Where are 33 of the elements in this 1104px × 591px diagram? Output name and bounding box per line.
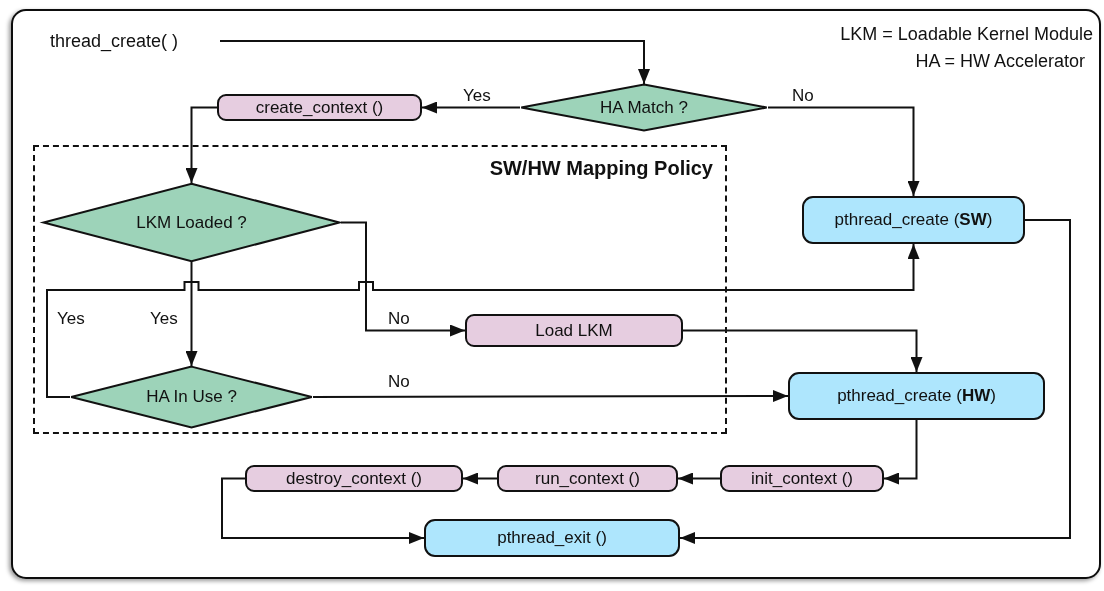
decision-diamond — [70, 366, 313, 428]
arrow — [46, 243, 920, 398]
arrow — [185, 106, 218, 184]
decision-text: HA Match ? — [600, 97, 688, 118]
decision-text: LKM Loaded ? — [136, 212, 247, 233]
abbreviation-note: HA = HW Accelerator — [915, 51, 1085, 72]
process-box: run_context () — [497, 465, 678, 492]
abbreviation-note: LKM = Loadable Kernel Module — [840, 24, 1093, 45]
thread-call-box: pthread_create (HW) — [788, 372, 1045, 420]
arrow — [462, 472, 498, 485]
arrow — [312, 390, 789, 403]
start-label: thread_create( ) — [50, 28, 220, 54]
arrow — [185, 261, 198, 367]
arrow — [340, 221, 466, 337]
arrow — [677, 472, 721, 485]
arrow — [682, 329, 923, 373]
process-box: Load LKM — [465, 314, 683, 347]
group-title: SW/HW Mapping Policy — [489, 157, 713, 180]
arrow — [767, 106, 920, 197]
arrow — [421, 101, 521, 114]
arrow — [679, 219, 1071, 544]
decision-diamond — [42, 183, 341, 262]
process-box: init_context () — [720, 465, 884, 492]
arrow — [221, 477, 425, 544]
thread-call-box: pthread_create (SW) — [802, 196, 1025, 244]
thread-call-box: pthread_exit () — [424, 519, 680, 557]
policy-group-boundary — [33, 145, 727, 434]
process-box: create_context () — [217, 94, 422, 121]
arrow — [883, 419, 918, 485]
decision-diamond — [520, 84, 768, 131]
process-box: destroy_context () — [245, 465, 463, 492]
decision-text: HA In Use ? — [146, 387, 237, 407]
arrow — [219, 40, 650, 85]
